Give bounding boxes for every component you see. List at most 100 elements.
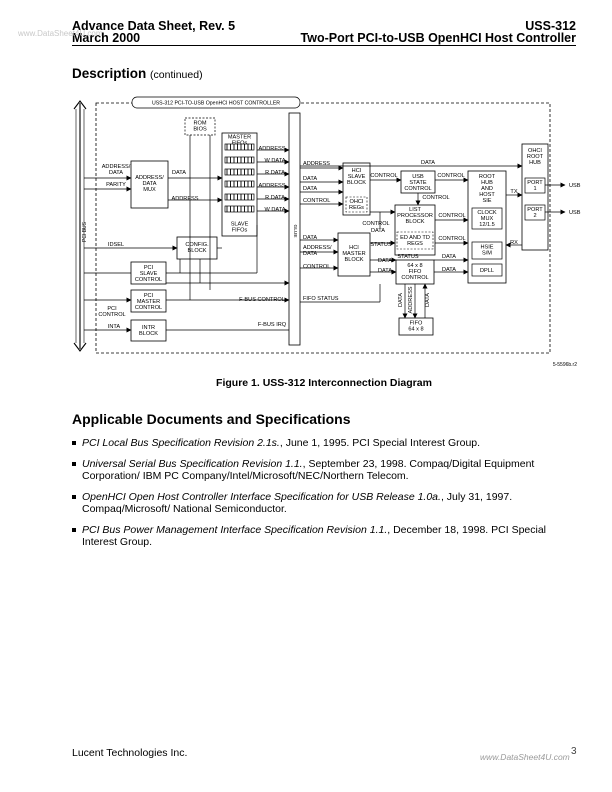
master-status-label-2: STATUS	[397, 254, 419, 260]
fifo-register	[224, 193, 255, 201]
pci-address-data-label: ADDRESS/DATA	[102, 164, 131, 176]
section-title-text: Description	[72, 66, 147, 81]
fifo-register	[224, 180, 255, 188]
label-line: CONFIG.	[185, 242, 209, 248]
label-line: ROOT	[527, 154, 544, 160]
datasheet-revision: Advance Data Sheet, Rev. 5	[72, 19, 236, 33]
header-rule	[72, 45, 576, 46]
footer-watermark: www.DataSheet4U.com	[480, 752, 570, 762]
fifo-data-vertical-label-1: DATA	[398, 293, 404, 307]
state-control-label: CONTROL	[370, 173, 397, 179]
address-data-mux-block	[130, 160, 169, 209]
master-data-label: DATA	[303, 235, 317, 241]
label-line: MASTER	[228, 135, 251, 141]
label-line: OHCI	[528, 148, 542, 154]
label-line: FIFO	[410, 321, 423, 327]
label-line: ADDRESS/	[303, 245, 332, 251]
label-line: BLOCK	[188, 248, 207, 254]
header-right: USS-312 Two-Port PCI-to-USB OpenHCI Host…	[301, 20, 576, 45]
label-line: CONTROL	[401, 275, 428, 281]
label-line: 2	[533, 213, 536, 219]
label-line: HUB	[529, 160, 541, 166]
figure-caption: Figure 1. USS-312 Interconnection Diagra…	[216, 377, 432, 389]
label-line: CONTROL	[135, 277, 162, 283]
fifo-address-label-1: ADDRESS	[258, 146, 285, 152]
figure-code: 5-5596b.r2	[553, 362, 577, 368]
mux-address-label: ADDRESS	[171, 196, 198, 202]
fifo-register	[224, 143, 255, 151]
root-control-label: CONTROL	[437, 173, 464, 179]
label-line: PROCESSOR	[397, 213, 433, 219]
slave-control-label: CONTROL	[362, 221, 389, 227]
label-line: USB	[412, 174, 424, 180]
label-line: HSIE	[480, 245, 493, 251]
label-line: MASTER	[342, 251, 365, 257]
label-line: BLOCK	[345, 257, 364, 263]
label-line: REGS	[407, 241, 423, 247]
clock-mux-block	[471, 207, 503, 230]
label-line: PCI	[144, 265, 154, 271]
hci-control-label: CONTROL	[303, 198, 330, 204]
label-line: DATA	[142, 181, 156, 187]
label-line: ROOT	[479, 174, 496, 180]
label-line: FIFO	[409, 269, 422, 275]
container-title: USS-312 PCI-TO-USB OpenHCI HOST CONTROLL…	[152, 101, 280, 107]
fbus-irq-label: F-BUS IRQ	[258, 322, 287, 328]
reference-item: Universal Serial Bus Specification Revis…	[72, 458, 582, 483]
reference-title: PCI Bus Power Management Interface Speci…	[82, 523, 388, 536]
label-line: LIST	[409, 207, 421, 213]
label-line: BLOCK	[406, 219, 425, 225]
top-data-label: DATA	[421, 160, 435, 166]
fifo-data-label-1: DATA	[378, 258, 392, 264]
label-line: FIFOs	[232, 141, 248, 147]
label-line: 64 x 8	[408, 327, 423, 333]
reference-item: OpenHCI Open Host Controller Interface S…	[72, 491, 582, 516]
label-line: 12/1.5	[479, 222, 495, 228]
label-line: SLAVE	[231, 222, 249, 228]
label-line: MASTER	[137, 299, 160, 305]
section-title-suffix: (continued)	[150, 69, 203, 81]
port1-block	[524, 177, 546, 194]
label-line: ADDRESS/	[102, 164, 131, 170]
config-block-label: CONFIG.BLOCK	[185, 242, 209, 254]
label-line: CONTROL	[98, 312, 125, 318]
hci-master-block	[337, 232, 371, 277]
header-left: Advance Data Sheet, Rev. 5 March 2000	[72, 19, 236, 45]
tx-label: TX	[510, 189, 517, 195]
label-line: PCI	[144, 293, 154, 299]
rx-label: RX	[510, 240, 518, 246]
hsie-control-label: CONTROL	[438, 236, 465, 242]
reference-title: OpenHCI Open Host Controller Interface S…	[82, 490, 441, 503]
master-control-label: CONTROL	[303, 264, 330, 270]
label-line: SLAVE	[140, 271, 158, 277]
container-border	[95, 102, 551, 354]
label-line: PORT	[527, 207, 543, 213]
hci-data-label-1: DATA	[303, 176, 317, 182]
ohci-regs-block	[345, 196, 368, 213]
header-watermark: www.DataSheet4U.com	[18, 29, 103, 38]
label-line: SIE	[482, 198, 491, 204]
hsie-block	[471, 241, 503, 260]
reference-detail: , June 1, 1995. PCI Special Interest Gro…	[279, 437, 481, 449]
label-line: ROM	[193, 121, 206, 127]
reference-item: PCI Bus Power Management Interface Speci…	[72, 524, 582, 549]
dpll-block	[471, 263, 503, 277]
fbus-control-label: F-BUS CONTROL	[239, 297, 285, 303]
label-line: CLOCK	[477, 210, 497, 216]
label-line: BLOCK	[139, 331, 158, 337]
fifo-address-vertical-label: ADDRESS	[408, 286, 414, 313]
label-line: OHCI	[350, 199, 364, 205]
fifo-data-vertical-label-2: DATA	[425, 293, 431, 307]
fifo-register	[224, 156, 255, 164]
applicable-documents-title: Applicable Documents and Specifications	[72, 411, 351, 427]
page-number: 3	[571, 746, 577, 757]
